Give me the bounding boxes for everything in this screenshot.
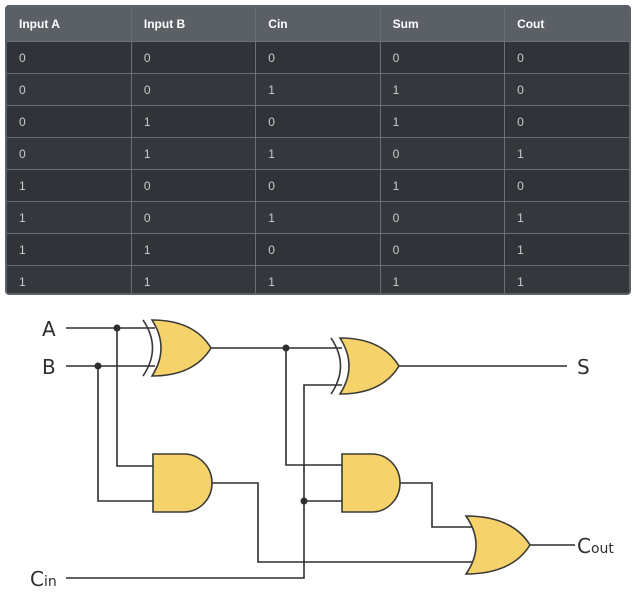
junction-dot [300, 497, 308, 505]
table-row: 1 0 1 0 1 [7, 201, 629, 234]
header-cin: Cin [255, 7, 381, 42]
table-row: 0 0 0 0 0 [7, 41, 629, 74]
junction-dot [282, 344, 290, 352]
table-cell: 1 [7, 201, 132, 234]
wire-and2-out [399, 482, 479, 528]
header-input-a: Input A [7, 7, 132, 42]
table-cell: 1 [255, 137, 381, 170]
label-input-a: A [42, 317, 56, 341]
or-gate [464, 515, 531, 575]
table-cell: 0 [7, 137, 132, 170]
table-cell: 0 [255, 233, 381, 266]
table-cell: 0 [131, 73, 257, 106]
table-cell: 1 [504, 233, 629, 266]
table-cell: 0 [380, 233, 506, 266]
wire-and1-out [211, 482, 479, 563]
table-row: 1 1 1 1 1 [7, 265, 629, 293]
table-cell: 1 [131, 137, 257, 170]
label-carry-out: Cout [577, 534, 614, 558]
header-cout: Cout [504, 7, 629, 42]
table-cell: 1 [504, 201, 629, 234]
table-cell: 1 [131, 233, 257, 266]
header-sum: Sum [380, 7, 506, 42]
wire-b-branch [97, 366, 153, 502]
table-cell: 0 [131, 201, 257, 234]
table-row: 0 1 0 1 0 [7, 105, 629, 138]
truth-table: Input A Input B Cin Sum Cout 0 0 0 0 0 0… [5, 5, 631, 295]
table-cell: 1 [255, 73, 381, 106]
and-gate-2 [341, 453, 401, 513]
table-cell: 1 [131, 265, 257, 293]
table-cell: 0 [7, 73, 132, 106]
xor-gate-1 [142, 319, 212, 377]
table-row: 0 1 1 0 1 [7, 137, 629, 170]
junction-dot [113, 324, 121, 332]
label-carry-in-main: C [30, 567, 44, 591]
table-cell: 0 [131, 41, 257, 74]
table-cell: 0 [7, 41, 132, 74]
table-cell: 0 [255, 105, 381, 138]
table-cell: 1 [380, 105, 506, 138]
table-cell: 1 [255, 265, 381, 293]
table-cell: 1 [7, 233, 132, 266]
table-cell: 0 [380, 201, 506, 234]
wire-xor1-branch [285, 348, 342, 466]
table-cell: 1 [131, 105, 257, 138]
table-cell: 0 [504, 41, 629, 74]
xor-gate-2 [330, 337, 400, 395]
table-row: 1 1 0 0 1 [7, 233, 629, 266]
table-cell: 0 [504, 105, 629, 138]
label-carry-in-sub: in [44, 574, 57, 590]
label-input-b: B [42, 355, 56, 379]
table-row: 0 0 1 1 0 [7, 73, 629, 106]
table-cell: 1 [7, 265, 132, 293]
header-input-b: Input B [131, 7, 257, 42]
table-cell: 1 [504, 265, 629, 293]
label-carry-out-main: C [577, 534, 591, 558]
table-cell: 1 [7, 169, 132, 202]
table-cell: 0 [131, 169, 257, 202]
and-gate-1 [152, 453, 213, 513]
label-carry-in: Cin [30, 567, 57, 591]
table-cell: 0 [380, 137, 506, 170]
table-cell: 1 [504, 137, 629, 170]
table-cell: 0 [7, 105, 132, 138]
label-sum-output: S [577, 355, 590, 379]
table-cell: 1 [255, 201, 381, 234]
table-cell: 1 [380, 265, 506, 293]
table-cell: 0 [255, 41, 381, 74]
full-adder-circuit: A B S Cin Cout [30, 317, 614, 591]
junction-dot [94, 362, 102, 370]
wire-cin [66, 384, 342, 579]
wires [66, 327, 575, 579]
wire-a-branch [116, 328, 153, 467]
table-cell: 1 [380, 169, 506, 202]
table-cell: 0 [504, 73, 629, 106]
table-cell: 0 [504, 169, 629, 202]
table-cell: 0 [255, 169, 381, 202]
table-cell: 1 [380, 73, 506, 106]
label-carry-out-sub: out [591, 541, 614, 557]
table-header-row: Input A Input B Cin Sum Cout [7, 7, 629, 42]
table-row: 1 0 0 1 0 [7, 169, 629, 202]
table-cell: 0 [380, 41, 506, 74]
